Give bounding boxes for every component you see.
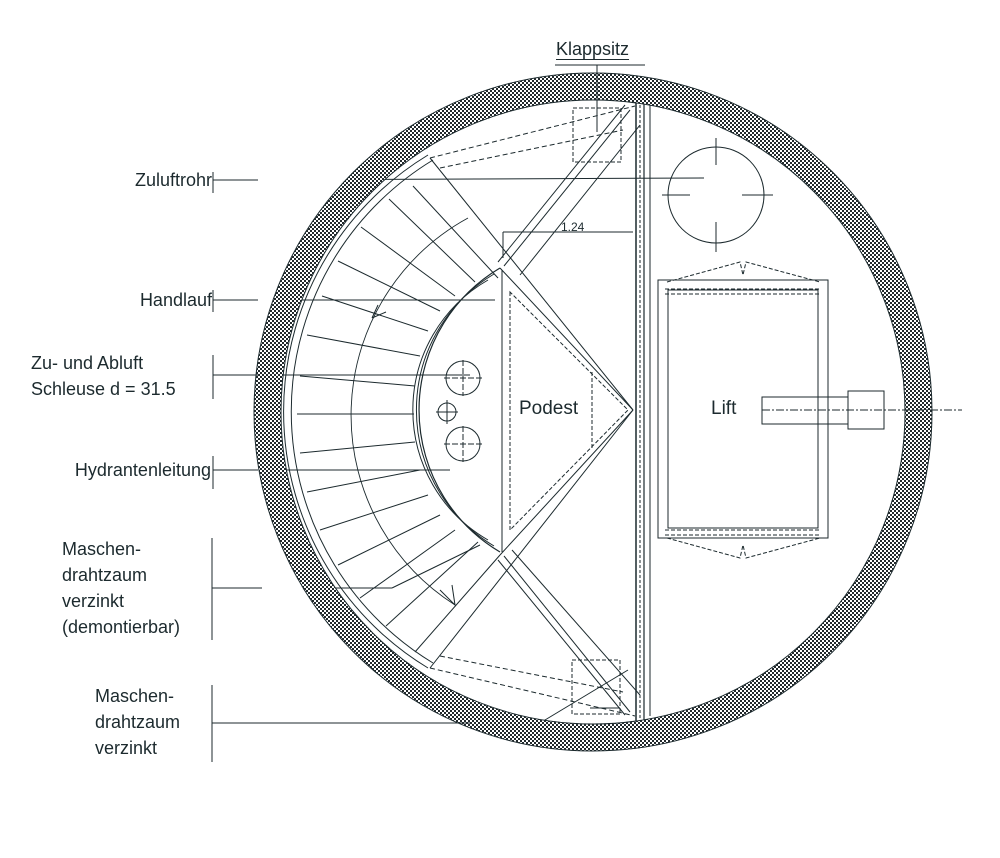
vent-pipes <box>436 360 484 462</box>
stair-outer-railing <box>283 154 434 669</box>
label-maschen1-line4: (demontierbar) <box>62 617 181 637</box>
label-maschen2-line2: drahtzaum <box>95 712 181 732</box>
central-partition-wall <box>635 100 651 724</box>
seat-sightlines <box>429 105 636 717</box>
stair-walking-line <box>350 217 469 606</box>
label-lift: Lift <box>711 398 737 419</box>
label-zu-abluft-line2: Schleuse d = 31.5 <box>31 379 176 399</box>
label-maschen1-line3: verzinkt <box>62 591 125 611</box>
label-maschen2-line3: verzinkt <box>95 738 158 758</box>
stair-direction-arrow <box>439 584 456 607</box>
dimension-1-24: 1.24 <box>561 220 585 234</box>
stair-treads <box>297 185 501 653</box>
stair-inner-stringer <box>412 267 501 553</box>
supply-air-pipe <box>662 138 773 252</box>
label-zuluftrohr: Zuluftrohr <box>134 170 212 190</box>
lift-car <box>657 261 885 559</box>
label-maschen1-line1: Maschen- <box>62 539 142 559</box>
label-handlauf: Handlauf <box>139 290 212 310</box>
label-klappsitz: Klappsitz <box>556 39 630 59</box>
label-maschen1-line2: drahtzaum <box>62 565 148 585</box>
leader-lines-outer <box>211 64 962 762</box>
label-zu-abluft-line1: Zu- und Abluft <box>31 353 144 373</box>
shaft-wall <box>253 72 933 752</box>
label-maschen2-line1: Maschen- <box>95 686 175 706</box>
label-podest: Podest <box>519 398 579 419</box>
klappsitz-bottom <box>571 659 621 715</box>
label-hydrantenleitung: Hydrantenleitung <box>74 460 211 480</box>
podest-structure <box>429 104 641 716</box>
